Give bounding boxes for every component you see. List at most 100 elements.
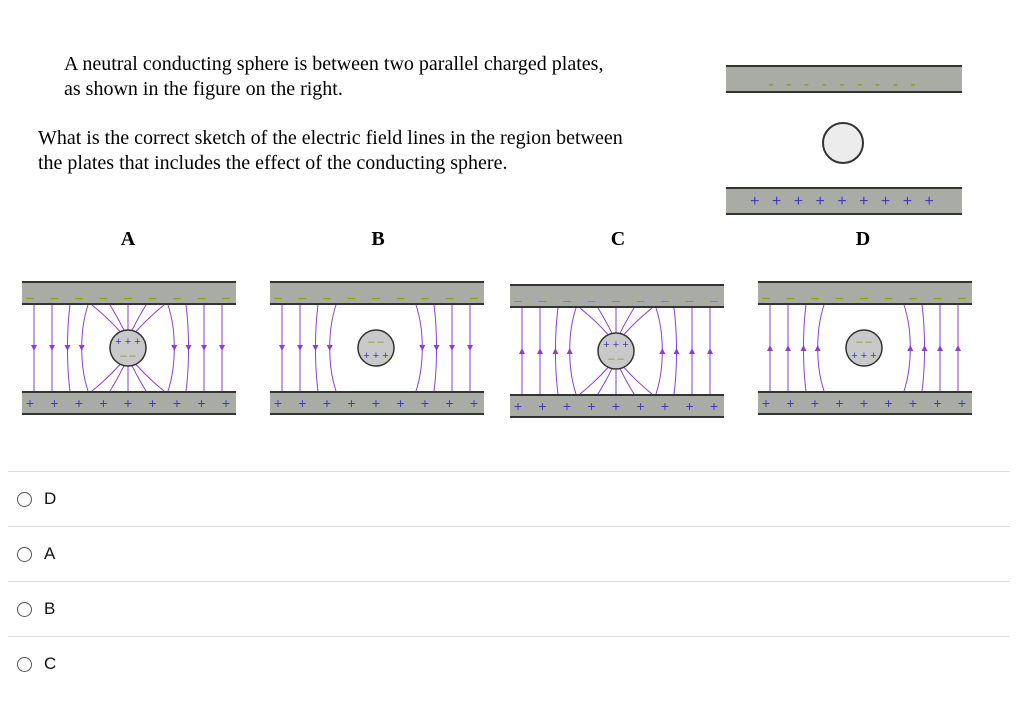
field-arrow (767, 345, 773, 351)
conducting-sphere (822, 122, 864, 164)
minus-sign: – (563, 292, 571, 308)
minus-sign: – (934, 289, 942, 305)
minus-sign: – (446, 289, 454, 305)
field-arrow (814, 345, 821, 351)
radio-button-icon[interactable] (17, 546, 32, 562)
minus-sign: – (124, 289, 132, 305)
plus-sign: + (835, 395, 843, 411)
minus-sign: – (958, 289, 966, 305)
panel-label-c: C (610, 228, 626, 250)
panel-label-b: B (371, 228, 385, 250)
choice-option-4[interactable]: C (8, 636, 1010, 691)
plus-sign: + (124, 395, 132, 411)
minus-sign: – (661, 292, 669, 308)
field-line (109, 365, 125, 392)
question-prompt: What is the correct sketch of the electr… (38, 126, 698, 176)
field-arrow (955, 345, 961, 351)
conducting-sphere (109, 329, 147, 367)
top-plate (726, 66, 962, 92)
plus-sign: + (933, 395, 941, 411)
field-arrow (78, 345, 85, 351)
field-line (91, 304, 121, 333)
minus-sign: – (26, 289, 34, 305)
minus-sign: – (612, 292, 620, 308)
radio-button-icon[interactable] (17, 491, 32, 507)
plus-sign: + (148, 395, 156, 411)
field-line (619, 368, 635, 395)
field-arrow (552, 348, 559, 354)
choice-option-3[interactable]: B (8, 581, 1010, 636)
choice-option-1[interactable]: D (8, 471, 1010, 526)
plus-sign: + (396, 395, 404, 411)
field-arrow (326, 345, 333, 351)
plus-sign: + (563, 398, 571, 414)
minus-sign: – (198, 289, 206, 305)
field-arrow (171, 345, 178, 351)
minus-sign: – (421, 289, 429, 305)
sphere-top-charges: – – (368, 336, 384, 348)
field-line (623, 366, 653, 395)
field-arrow (707, 348, 713, 354)
field-arrow (937, 345, 943, 351)
radio-button-icon[interactable] (17, 656, 32, 672)
sphere-top-charges: – – (856, 336, 872, 348)
top-plate (270, 282, 484, 304)
minus-sign: – (787, 289, 795, 305)
plus-sign: + (612, 398, 620, 414)
choice-label: D (44, 489, 57, 508)
minus-sign: – (372, 289, 380, 305)
minus-sign: – (51, 289, 59, 305)
choice-label: B (44, 599, 56, 618)
plus-sign: + (274, 395, 282, 411)
field-arrow (185, 345, 192, 351)
field-arrow (519, 348, 525, 354)
field-arrow (279, 345, 285, 351)
field-line (131, 365, 147, 392)
field-line (109, 304, 125, 331)
field-arrow (537, 348, 543, 354)
field-arrow (31, 345, 37, 351)
sphere-bottom-charges: – – (608, 353, 624, 365)
reference-figure: - - - - - - - - - + + + + + + + + + (726, 65, 962, 215)
plus-sign: + (197, 395, 205, 411)
conducting-sphere (357, 329, 395, 367)
plus-sign: + (685, 398, 693, 414)
panel-label-d: D (855, 228, 871, 250)
field-arrow (907, 345, 914, 351)
minus-sign: – (274, 289, 282, 305)
field-arrow (419, 345, 426, 351)
minus-sign: – (100, 289, 108, 305)
plus-sign: + (173, 395, 181, 411)
plus-sign: + (347, 395, 355, 411)
plus-sign: + (661, 398, 669, 414)
field-arrow (219, 345, 225, 351)
field-line (135, 363, 165, 392)
minus-sign: – (348, 289, 356, 305)
minus-sign: – (470, 289, 478, 305)
intro-line-1: A neutral conducting sphere is between t… (64, 53, 604, 75)
field-line (579, 307, 609, 336)
field-line (619, 307, 635, 334)
field-line (91, 363, 121, 392)
plus-sign: + (470, 395, 478, 411)
field-arrow (297, 345, 303, 351)
bottom-plate-charges: + + + + + + + + + (750, 193, 938, 210)
answer-choices: D A B C (8, 471, 1010, 691)
sphere-top-charges: + + + (603, 339, 628, 351)
prompt-line-1: What is the correct sketch of the electr… (38, 127, 623, 149)
plus-sign: + (636, 398, 644, 414)
radio-button-icon[interactable] (17, 601, 32, 617)
plus-sign: + (958, 395, 966, 411)
minus-sign: – (323, 289, 331, 305)
minus-sign: – (811, 289, 819, 305)
plus-sign: + (26, 395, 34, 411)
question-intro: A neutral conducting sphere is between t… (64, 52, 684, 102)
field-arrow (921, 345, 928, 351)
panel-a-diagram: –+–+–+–+–+–+–+–+–++ + +– – (22, 281, 236, 415)
choice-option-2[interactable]: A (8, 526, 1010, 581)
panel-label-a: A (120, 228, 136, 250)
minus-sign: – (149, 289, 157, 305)
field-arrow (312, 345, 319, 351)
plus-sign: + (222, 395, 230, 411)
minus-sign: – (909, 289, 917, 305)
